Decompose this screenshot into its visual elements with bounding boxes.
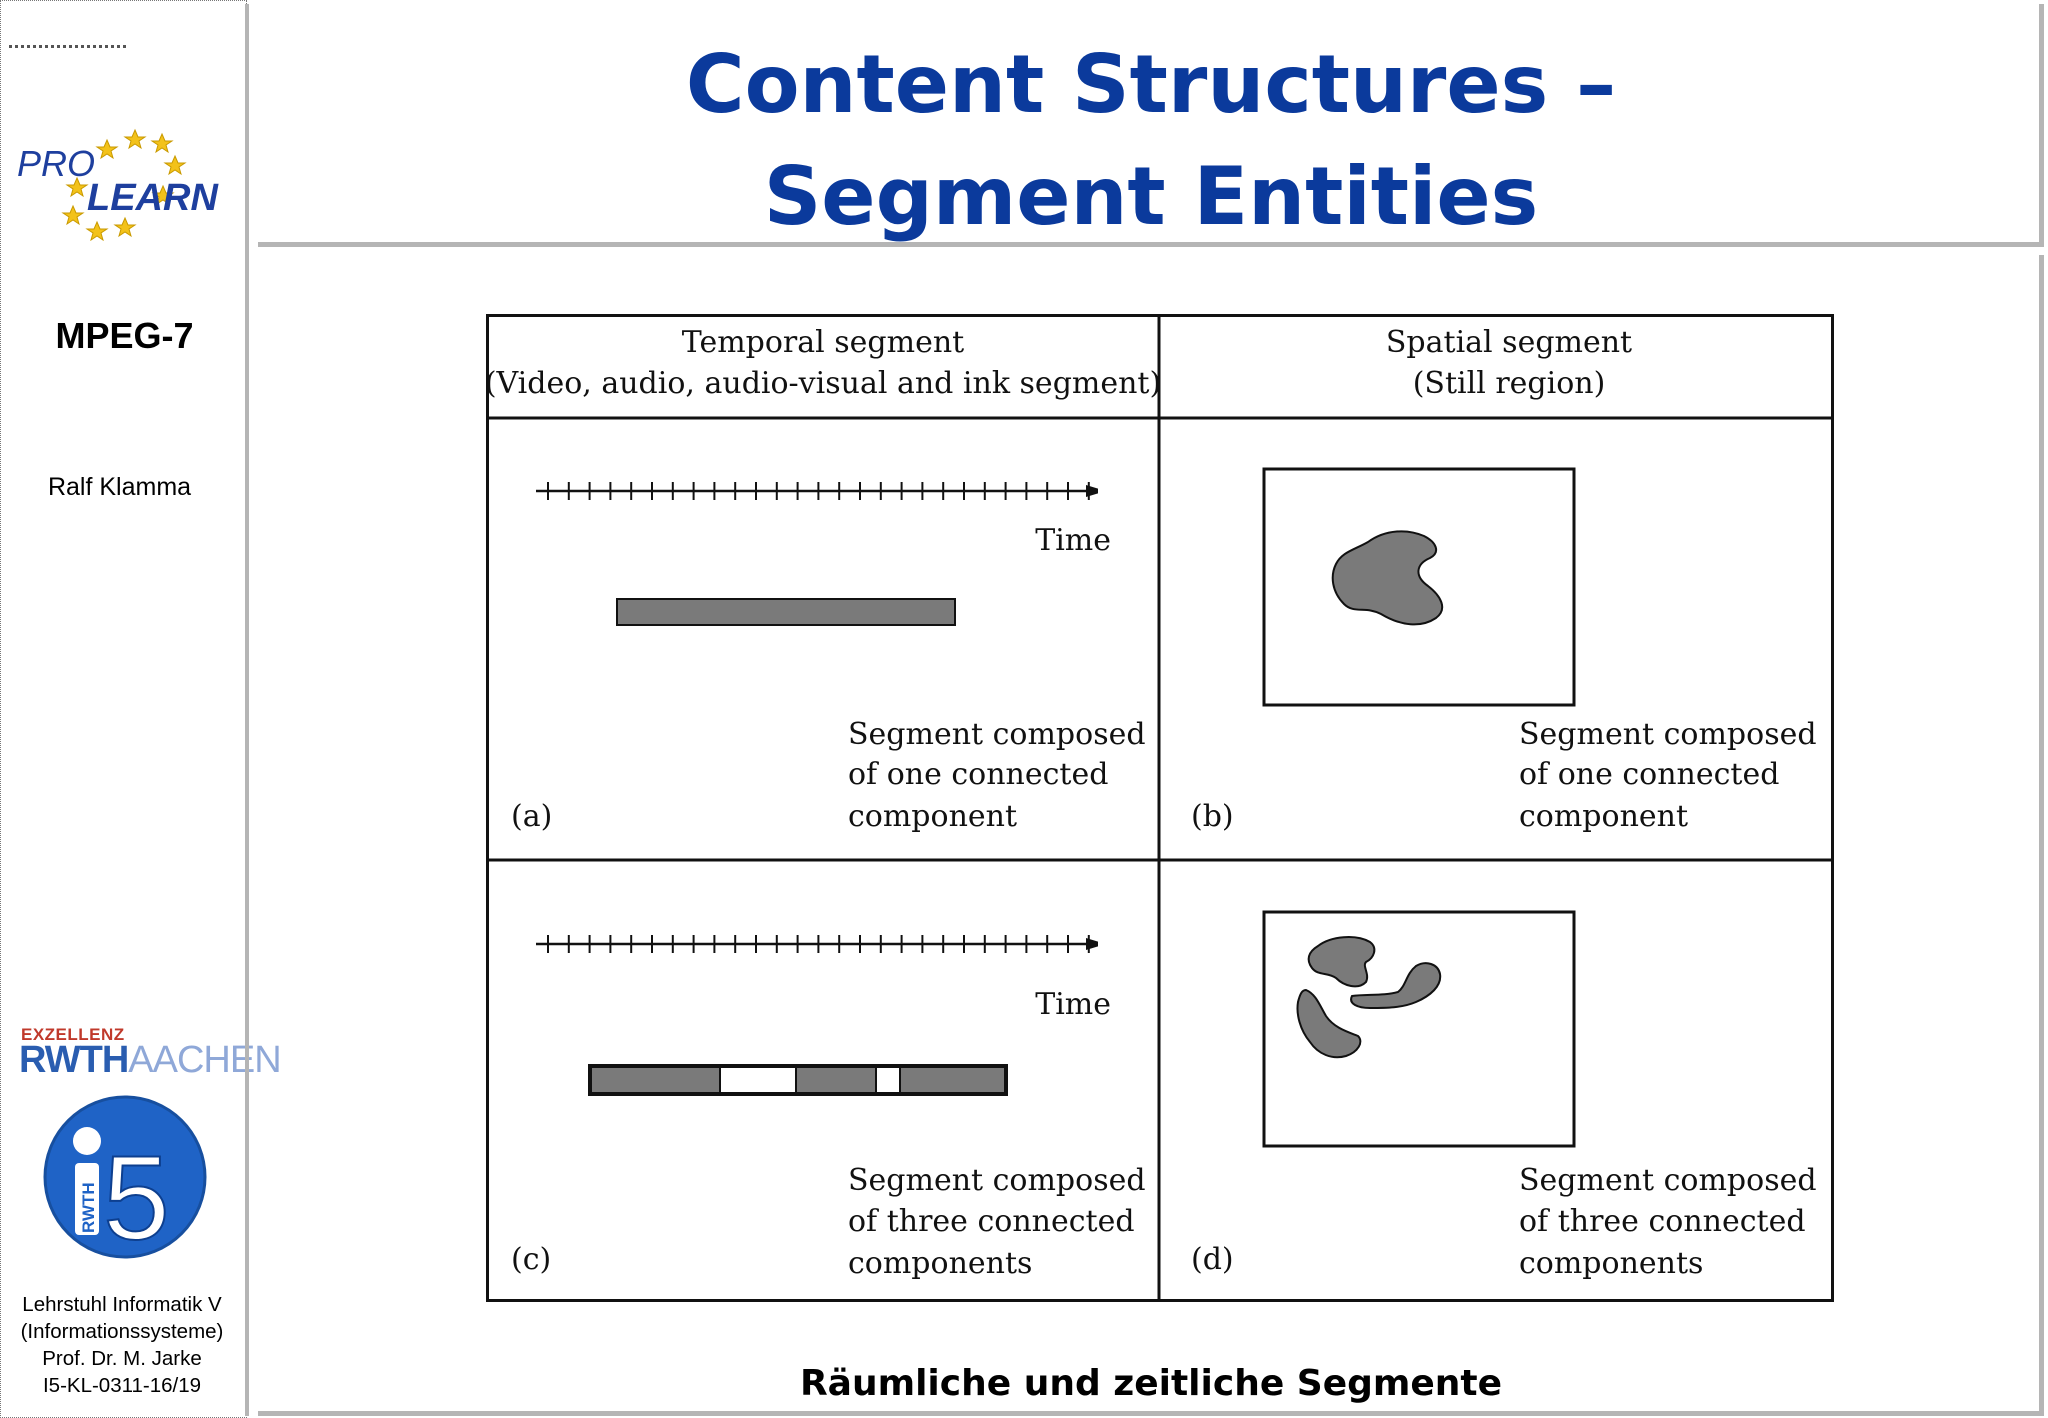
slide-caption: Räumliche und zeitliche Segmente (799, 1363, 1503, 1404)
rwth-logo-name: RWTH (19, 1039, 129, 1081)
i5-logo: RWTH 5 (43, 1095, 207, 1261)
rwth-logo-city: AACHEN (128, 1039, 281, 1081)
spatial-header-line-1: Spatial segment (1386, 325, 1632, 360)
content-frame (258, 255, 2044, 1416)
rwth-logo-prefix: EXZELLENZ (21, 1025, 125, 1044)
temporal-segment-c-part-3 (900, 1068, 1004, 1092)
temporal-segment-c-part-2 (796, 1068, 876, 1092)
panel-b-text-1: Segment composed (1519, 717, 1817, 752)
time-ticks-a (547, 482, 1090, 500)
spatial-segment-d-part-3 (1296, 988, 1362, 1059)
panel-b-text-3: component (1519, 799, 1688, 834)
panel-b-text-2: of one connected (1519, 757, 1779, 792)
segment-figure: Temporal segment (Video, audio, audio-vi… (486, 314, 1834, 1302)
panel-c: Time (c) Segment composed of three conne… (511, 935, 1146, 1281)
chair-header-bitmap (9, 45, 129, 57)
spatial-segment-d-part-2 (1350, 962, 1442, 1010)
chair-footer-line-4: I5-KL-0311-16/19 (42, 1374, 202, 1397)
panel-a-text-3: component (848, 799, 1017, 834)
slide-title-line-2: Segment Entities (763, 150, 1539, 243)
panel-d-text-1: Segment composed (1519, 1163, 1817, 1198)
chair-footer-line-1: Lehrstuhl Informatik V (22, 1293, 222, 1316)
panel-b-tag: (b) (1191, 799, 1234, 834)
sidebar-divider (245, 4, 249, 1416)
panel-d-text-2: of three connected (1519, 1204, 1806, 1239)
spatial-segment-b (1331, 530, 1444, 626)
spatial-header-line-2: (Still region) (1413, 366, 1606, 401)
i5-logo-number: 5 (103, 1131, 170, 1261)
panel-d-tag: (d) (1191, 1242, 1234, 1277)
time-label-c: Time (1035, 987, 1111, 1022)
panel-c-tag: (c) (511, 1242, 551, 1277)
sidebar: PRO LEARN MPEG-7 Ralf Klamma EXZELLENZ R… (0, 0, 282, 1418)
slide-title: Content Structures – Segment Entities (258, 29, 2044, 253)
temporal-header-line-1: Temporal segment (682, 325, 964, 360)
slide-title-line-1: Content Structures – (685, 38, 1617, 131)
time-label-a: Time (1035, 523, 1111, 558)
panel-a-text-1: Segment composed (848, 717, 1146, 752)
chair-footer: Lehrstuhl Informatik V (Informationssyst… (1, 1291, 243, 1399)
time-ticks-c (547, 935, 1090, 953)
i5-logo-label: RWTH (79, 1182, 98, 1233)
chair-footer-line-2: (Informationssysteme) (20, 1320, 224, 1343)
panel-a-tag: (a) (511, 799, 552, 834)
rwth-logo: EXZELLENZ RWTHAACHEN (19, 1025, 282, 1081)
panel-d-text-3: components (1519, 1246, 1703, 1281)
temporal-header-line-2: (Video, audio, audio-visual and ink segm… (486, 366, 1161, 401)
author-name: Ralf Klamma (47, 473, 192, 501)
panel-c-text-1: Segment composed (848, 1163, 1146, 1198)
temporal-segment-a (616, 598, 956, 626)
prolearn-logo-learn: LEARN (87, 177, 219, 219)
course-title: MPEG-7 (55, 315, 194, 356)
panel-c-text-2: of three connected (848, 1204, 1135, 1239)
prolearn-logo-pro: PRO (17, 143, 95, 184)
prolearn-logo: PRO LEARN (17, 128, 219, 241)
spatial-segment-d-part-1 (1307, 936, 1376, 988)
panel-a: Time (a) Segment composed of one connect… (511, 482, 1146, 834)
chair-footer-line-3: Prof. Dr. M. Jarke (42, 1347, 202, 1370)
panel-c-text-3: components (848, 1246, 1032, 1281)
panel-a-text-2: of one connected (848, 757, 1108, 792)
temporal-segment-c-part-1 (592, 1068, 720, 1092)
title-box: Content Structures – Segment Entities (258, 4, 2044, 247)
panel-d: (d) Segment composed of three connected … (1191, 910, 1817, 1281)
panel-b: (b) Segment composed of one connected co… (1191, 467, 1817, 834)
